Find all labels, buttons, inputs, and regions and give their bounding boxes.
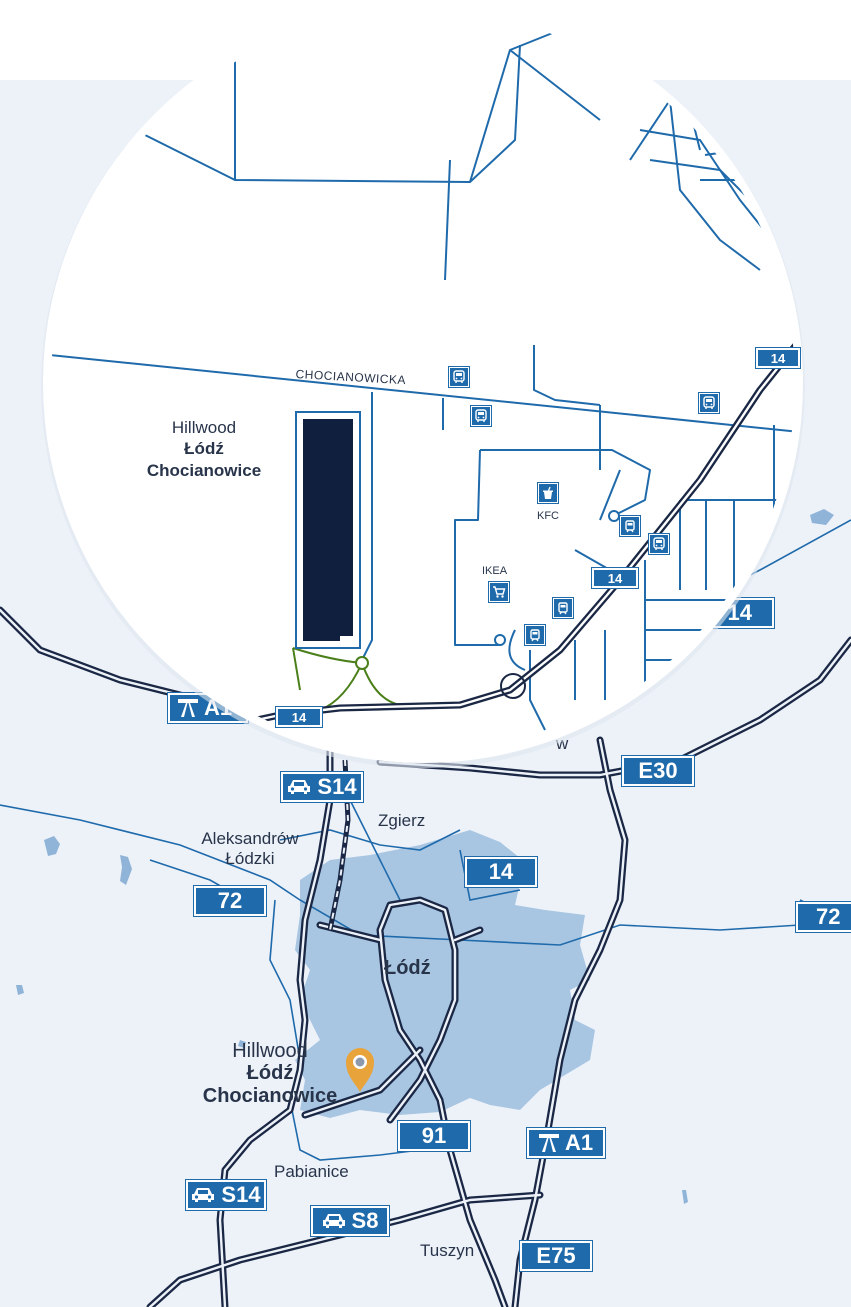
tram-stop-icon[interactable] xyxy=(620,516,640,536)
car-icon xyxy=(288,780,311,794)
overview-site-label: Hillwood Łódź Chocianowice xyxy=(180,1040,360,1108)
poi-label-kfc: KFC xyxy=(537,510,559,522)
inset-site-line3: Chocianowice xyxy=(146,461,262,480)
bus-stop-icon[interactable] xyxy=(699,393,719,413)
road-sign-14: 14 xyxy=(465,857,537,887)
overview-site-line3: Chocianowice xyxy=(202,1085,338,1107)
road-sign-s14-top: S14 xyxy=(281,772,363,802)
road-sign-s14-top-label: S14 xyxy=(317,774,357,799)
road-sign-s8-label: S8 xyxy=(351,1208,379,1233)
tram-stop-icon[interactable] xyxy=(525,625,545,645)
bus-stop-icon[interactable] xyxy=(649,534,669,554)
bus-stop-icon[interactable] xyxy=(471,406,491,426)
shopping-cart-icon[interactable] xyxy=(489,582,509,602)
road-sign-s8: S8 xyxy=(311,1206,389,1236)
restaurant-icon[interactable] xyxy=(538,483,558,503)
inset-road-sign-14-mid-label: 14 xyxy=(607,570,623,586)
city-label-pabianice: Pabianice xyxy=(274,1162,349,1181)
inset-road-sign-14-mid: 14 xyxy=(592,568,638,588)
car-icon xyxy=(192,1188,215,1202)
overview-site-line2: Łódź xyxy=(246,1062,294,1084)
road-sign-14-right-label: 14 xyxy=(727,600,752,625)
road-sign-e30: E30 xyxy=(622,756,694,786)
road-sign-14-right: 14 xyxy=(700,598,774,628)
road-sign-e75: E75 xyxy=(520,1241,592,1271)
bus-stop-icon[interactable] xyxy=(449,367,469,387)
lodz-city-area xyxy=(295,830,595,1118)
overview-site-line1: Hillwood xyxy=(232,1040,308,1062)
road-sign-14-label: 14 xyxy=(488,859,514,884)
road-sign-72-right-label: 72 xyxy=(816,904,841,929)
road-sign-a1-left: A1 xyxy=(168,693,248,723)
tram-stop-icon[interactable] xyxy=(553,598,573,618)
road-sign-e75-label: E75 xyxy=(536,1243,576,1268)
lakes xyxy=(16,509,834,1204)
inset-road-sign-14-bottom: 14 xyxy=(276,707,322,727)
inset-road-sign-14-top: 14 xyxy=(756,348,800,368)
road-sign-72-left-label: 72 xyxy=(217,888,243,913)
motorway-icon xyxy=(178,699,198,717)
inset-site-label: Hillwood Łódź Chocianowice xyxy=(124,418,284,482)
road-sign-a1-bottom-label: A1 xyxy=(564,1130,594,1155)
poi-label-ikea: IKEA xyxy=(482,565,508,577)
road-sign-72-left: 72 xyxy=(194,886,266,916)
motorway-icon xyxy=(538,1134,559,1152)
inset-site-line2: Łódź xyxy=(184,439,224,458)
road-sign-a1-left-label: A1 xyxy=(204,695,233,720)
partial-city-label: w xyxy=(556,734,569,753)
inset-site-line1: Hillwood xyxy=(171,418,237,437)
city-label-tuszyn: Tuszyn xyxy=(420,1241,475,1260)
road-sign-s14-bottom: S14 xyxy=(186,1180,266,1210)
city-label-lodz: Łódź xyxy=(384,957,431,979)
city-label-zgierz: Zgierz xyxy=(378,811,426,830)
road-sign-91: 91 xyxy=(398,1121,470,1151)
road-sign-91-label: 91 xyxy=(421,1123,447,1148)
car-icon xyxy=(322,1214,345,1228)
site-marker-icon[interactable] xyxy=(346,1048,374,1092)
city-label-aleksandrow: Aleksandrów Łódzki xyxy=(188,829,312,869)
railway-ties xyxy=(329,759,350,931)
inset-road-sign-14-bottom-label: 14 xyxy=(291,709,307,725)
road-sign-s14-bottom-label: S14 xyxy=(221,1182,261,1207)
road-sign-72-right: 72 xyxy=(796,902,851,932)
inset-road-sign-14-top-label: 14 xyxy=(770,350,786,366)
road-sign-a1-bottom: A1 xyxy=(527,1128,605,1158)
road-sign-e30-label: E30 xyxy=(638,758,678,783)
city-label-aleksandrow-line2: Łódzki xyxy=(225,849,275,868)
city-label-aleksandrow-line1: Aleksandrów xyxy=(201,829,299,848)
